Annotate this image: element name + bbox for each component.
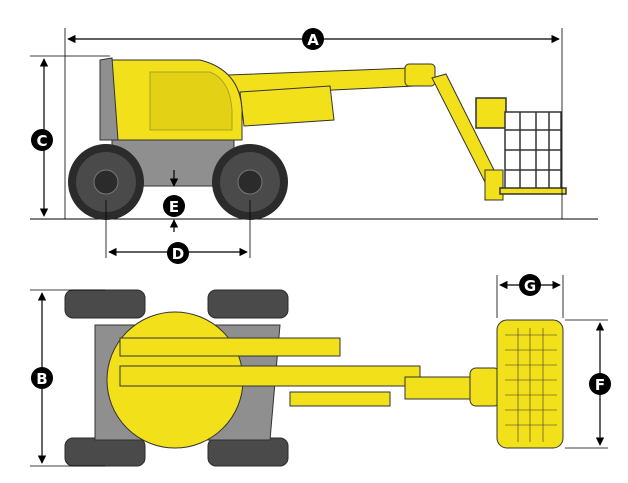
dimension-e: E [163, 170, 185, 232]
label-a-badge [302, 28, 324, 50]
label-c-badge [31, 129, 53, 151]
side-front-tire [68, 144, 144, 220]
side-view: A C E D [30, 28, 598, 264]
top-platform [496, 319, 564, 449]
label-b-badge [31, 367, 53, 389]
label-g: G [524, 277, 536, 295]
label-d-badge [167, 242, 189, 264]
top-view: B G F [30, 274, 611, 467]
label-a: A [307, 31, 319, 49]
dimension-b: B [30, 289, 105, 467]
top-tires [64, 289, 289, 467]
dimension-c: C [30, 55, 110, 217]
label-f: F [595, 376, 605, 394]
top-boom [119, 337, 501, 407]
side-rear-tire [212, 144, 288, 220]
label-d: D [172, 245, 184, 263]
dimension-f: F [565, 319, 611, 449]
dimension-a: A [64, 28, 563, 219]
label-g-badge [519, 274, 541, 296]
label-c: C [36, 132, 47, 150]
side-turret [99, 57, 243, 141]
dimension-g: G [496, 274, 564, 318]
side-boom [227, 63, 504, 201]
label-b: B [36, 370, 47, 388]
label-f-badge [589, 373, 611, 395]
label-e: E [169, 198, 179, 216]
dimension-d: D [105, 200, 251, 264]
label-e-badge [163, 195, 185, 217]
side-platform [475, 97, 567, 195]
